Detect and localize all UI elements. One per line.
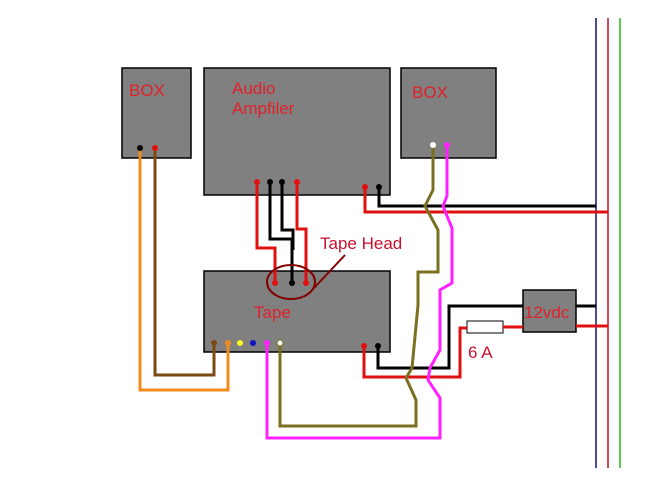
terminal [211, 340, 217, 346]
wire-brown [153, 148, 216, 377]
terminal [362, 184, 368, 190]
power-supply-box [522, 289, 577, 333]
wire-orange [138, 148, 230, 392]
tape-head-pointer [313, 254, 346, 289]
terminal [254, 179, 260, 185]
terminal [137, 145, 143, 151]
terminal [376, 184, 382, 190]
terminal [375, 343, 381, 349]
wire-head-black-2 [280, 182, 295, 250]
terminal [430, 142, 436, 148]
wire-olive [278, 146, 440, 428]
fuse-label: 6 A [468, 343, 493, 362]
wire-head-red-right [295, 182, 308, 283]
terminal [276, 339, 284, 347]
terminal [303, 280, 309, 286]
terminal [225, 340, 231, 346]
wire-head-red-left [255, 182, 277, 283]
box-left-label: BOX [129, 81, 165, 100]
wire-tape-red-to-fuse [362, 326, 467, 379]
box-right-label: BOX [412, 83, 448, 102]
wire-amp-red-to-rail [363, 187, 608, 214]
terminal [272, 280, 278, 286]
wire-head-black-1 [268, 182, 294, 283]
terminal [237, 340, 243, 346]
tape-box [203, 270, 391, 353]
wire-tape-black-to-supply [376, 304, 523, 370]
box-left [121, 67, 192, 159]
terminal [152, 145, 158, 151]
terminal [294, 179, 300, 185]
amplifier-box [203, 67, 391, 196]
terminal [267, 179, 273, 185]
wire-amp-black-to-rail [377, 187, 596, 208]
wire-magenta [265, 146, 454, 440]
tape-head-circle [266, 264, 316, 300]
terminal [444, 142, 450, 148]
terminal [250, 340, 256, 346]
amplifier-label-line2: Ampfiler [232, 99, 295, 118]
tape-head-label: Tape Head [320, 234, 402, 253]
terminal [279, 179, 285, 185]
terminal [361, 343, 367, 349]
terminal [289, 280, 295, 286]
power-supply-label: 12vdc [524, 303, 570, 322]
fuse-icon [466, 320, 504, 334]
terminal [264, 340, 270, 346]
tape-label: Tape [254, 303, 291, 322]
amplifier-label-line1: Audio [232, 79, 275, 98]
